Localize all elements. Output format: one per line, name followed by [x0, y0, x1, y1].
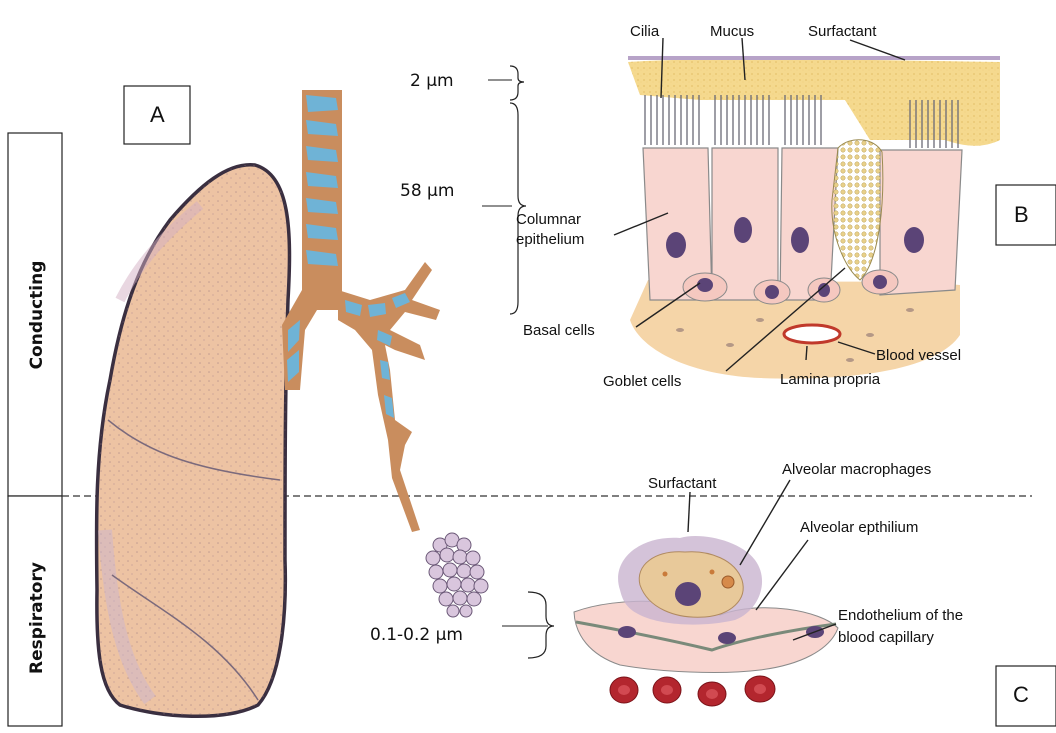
label-blood-vessel: Blood vessel	[876, 347, 961, 364]
brace-58um	[510, 103, 526, 314]
label-surfactant-c: Surfactant	[648, 475, 717, 492]
goblet-cell	[832, 140, 883, 280]
label-surfactant-b: Surfactant	[808, 23, 877, 40]
label-endothelium-2: blood capillary	[838, 629, 934, 646]
blood-vessel	[784, 325, 840, 343]
label-columnar-1: Columnar	[516, 211, 581, 228]
label-endothelium-1: Endothelium of the	[838, 607, 963, 624]
red-blood-cells	[610, 676, 775, 706]
label-cilia: Cilia	[630, 23, 660, 40]
brace-alveolar	[528, 592, 554, 658]
conducting-label: Conducting	[27, 261, 47, 370]
airway-tree	[282, 90, 440, 532]
panel-c-letter: C	[1013, 682, 1029, 707]
alveolar-cluster	[426, 533, 488, 617]
respiratory-label: Respiratory	[27, 562, 47, 674]
brace-2um	[510, 66, 524, 100]
label-mucus: Mucus	[710, 23, 754, 40]
lung-illustration	[97, 165, 290, 717]
dim-2um: 2 µm	[410, 71, 454, 91]
label-goblet-cells: Goblet cells	[603, 373, 681, 390]
dim-alveolar: 0.1-0.2 µm	[370, 625, 463, 645]
label-lamina-propria: Lamina propria	[780, 371, 881, 388]
panel-a-letter: A	[150, 102, 165, 127]
label-columnar-2: epithelium	[516, 231, 584, 248]
airway-epithelium-panel: Cilia Mucus Surfactant 2 µm 58 µm Column…	[400, 23, 1000, 390]
label-basal-cells: Basal cells	[523, 322, 595, 339]
label-macrophages: Alveolar macrophages	[782, 461, 931, 478]
macrophage-nucleus	[675, 582, 701, 606]
label-alveolar-epithelium: Alveolar epthilium	[800, 519, 918, 536]
panel-b-letter: B	[1014, 202, 1029, 227]
region-sidebar: Conducting Respiratory	[8, 133, 62, 726]
dim-58um: 58 µm	[400, 181, 454, 201]
